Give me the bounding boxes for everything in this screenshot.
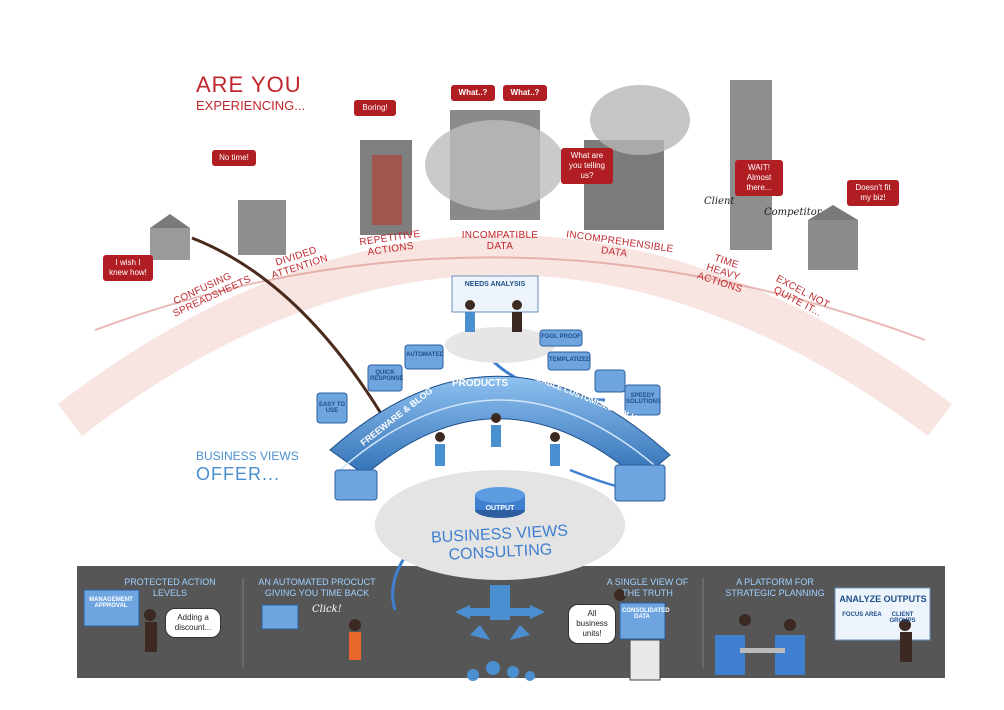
bubble-boring: Boring! — [354, 100, 396, 116]
panel-4-client-groups: CLIENT GROUPS — [889, 612, 916, 624]
bubble-what-2: What..? — [503, 85, 547, 101]
heading-are-you: ARE YOU — [196, 72, 302, 97]
heading-experiencing: EXPERIENCING... — [196, 98, 306, 113]
heading-offer: OFFER... — [196, 464, 280, 484]
bubble-fit: Doesn't fit my biz! — [847, 180, 899, 206]
panel-2-title: AN AUTOMATED PROCUCT GIVING YOU TIME BAC… — [258, 577, 376, 598]
tile-speedy-solutions: SPEEDY SOLUTIONS — [626, 393, 662, 405]
tile-fool-proof: FOOL PROOF — [541, 334, 581, 340]
bubble-wish: I wish I knew how! — [103, 255, 153, 281]
label-client: Client — [704, 196, 735, 207]
output-button-label: OUTPUT — [485, 505, 515, 512]
tile-easy-to-use: EASY TO USE — [318, 402, 346, 414]
panel-1-title: PROTECTED ACTION LEVELS — [124, 577, 216, 598]
bubble-telling: What are you telling us? — [561, 148, 613, 184]
tile-quick-response: QUICK RESPONSE — [370, 370, 404, 382]
bubble-no-time: No time! — [212, 150, 256, 166]
panel-4-sign: ANALYZE OUTPUTS — [839, 594, 927, 604]
bubble-wait: WAIT! Almost there... — [735, 160, 783, 196]
panel-3-title: A SINGLE VIEW OF THE TRUTH — [606, 577, 689, 598]
panel-3-bubble: All business units! — [568, 604, 616, 644]
wheel-products: PRODUCTS — [451, 378, 509, 389]
panel-4-title: A PLATFORM FOR STRATEGIC PLANNING — [725, 577, 825, 598]
building-icons — [150, 80, 858, 270]
tile-templatized: TEMPLATIZED — [549, 357, 591, 363]
panel-1-bubble: Adding a discount... — [165, 608, 221, 638]
tile-automated: AUTOMATED — [406, 352, 444, 358]
panel-4-focus-area: FOCUS AREA — [842, 612, 882, 618]
panel-3-sign: CONSOLIDATED DATA — [622, 608, 670, 620]
panel-2-click: Click! — [312, 604, 342, 615]
sign-needs-analysis: NEEDS ANALYSIS — [464, 281, 526, 288]
heading-business-views: BUSINESS VIEWS — [196, 449, 299, 463]
panel-1-sign: MANAGEMENT APPROVAL — [89, 597, 133, 609]
pain-incompatible-data: INCOMPATIBLE DATA — [461, 230, 539, 252]
bubble-what-1: What..? — [451, 85, 495, 101]
label-competitor: Competitor — [764, 207, 822, 218]
